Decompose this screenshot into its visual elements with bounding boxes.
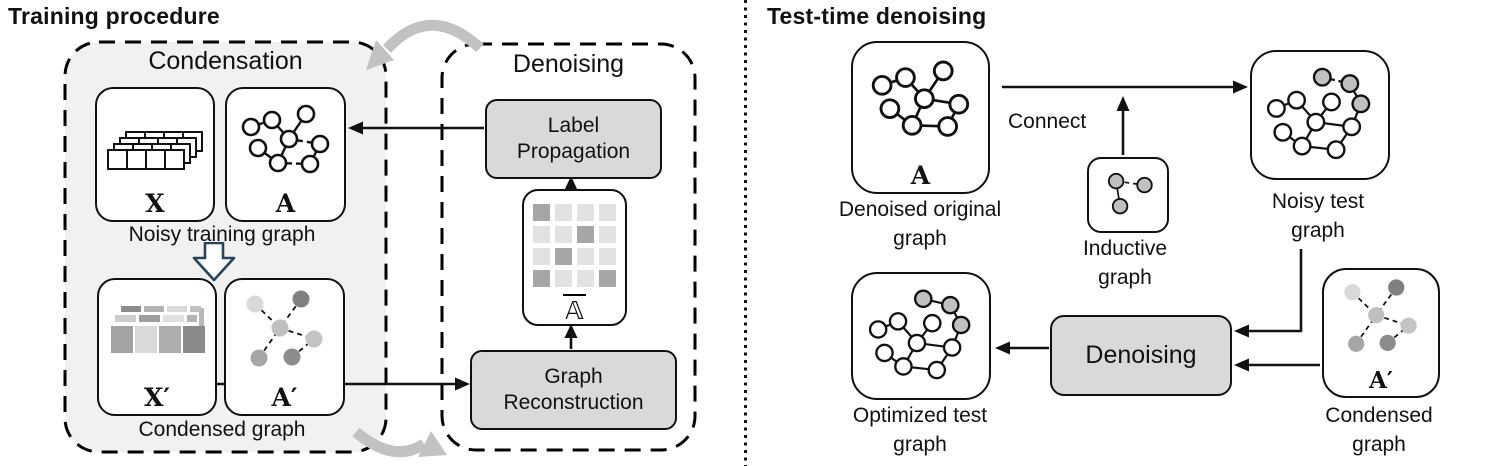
block-down-arrow-icon xyxy=(192,242,236,282)
matrix-abar-label: 𝔸 xyxy=(563,294,586,325)
arrow-connect-up xyxy=(1116,96,1130,155)
denoised-caption: Denoised original graph xyxy=(838,198,1002,250)
denoised-original-graph-icon xyxy=(871,60,969,137)
noisy-training-graph-icon xyxy=(241,104,329,174)
noisy-adjacency-box: A xyxy=(225,87,346,222)
graph-reconstruction-box: Graph Reconstruction xyxy=(470,350,677,430)
cycle-arrow-bottom-icon xyxy=(352,427,447,458)
matrix-cell xyxy=(555,226,572,243)
matrix-cell xyxy=(533,248,550,265)
matrix-cell xyxy=(555,270,572,287)
arrow-denoised-to-noisy xyxy=(1002,80,1248,94)
matrix-cell xyxy=(533,270,550,287)
optimized-test-graph-icon xyxy=(868,289,971,380)
denoised-a-label: A xyxy=(910,161,931,190)
arrow-aprime-to-reconstruction xyxy=(341,377,470,391)
adjacency-matrix-box: 𝔸 xyxy=(522,189,627,326)
denoising-zone-label: Denoising xyxy=(512,50,625,78)
noisy-training-caption: Noisy training graph xyxy=(128,223,316,246)
arrow-noisy-to-denoising xyxy=(1234,249,1303,338)
test-denoising-box: Denoising xyxy=(1050,315,1232,396)
condensation-label: Condensation xyxy=(148,47,303,75)
condensed-graph-icon xyxy=(246,290,322,367)
test-a-prime-label: A′ xyxy=(1369,367,1393,394)
label-propagation-text: Label Propagation xyxy=(516,113,631,163)
training-title: Training procedure xyxy=(8,3,220,29)
test-title: Test-time denoising xyxy=(767,3,987,29)
x-label: X xyxy=(145,189,165,218)
noisy-test-caption: Noisy test graph xyxy=(1271,190,1365,242)
stacked-matrix-icon xyxy=(107,131,203,170)
matrix-cell xyxy=(577,226,594,243)
arrow-reconstruction-to-matrix xyxy=(564,324,578,349)
connect-label: Connect xyxy=(1008,110,1087,133)
condensed-caption: Condensed graph xyxy=(138,418,306,441)
matrix-cell xyxy=(533,226,550,243)
matrix-cell xyxy=(533,204,550,221)
arrow-labelprop-to-a xyxy=(348,121,484,135)
arrow-condensed-to-denoising xyxy=(1234,358,1320,372)
denoised-original-box: A xyxy=(851,41,990,194)
test-condensed-graph-icon xyxy=(1344,279,1417,352)
condensed-matrix-icon xyxy=(111,306,205,353)
matrix-cell xyxy=(555,204,572,221)
matrix-cell xyxy=(555,248,572,265)
optimized-caption: Optimized test graph xyxy=(852,404,988,456)
a-label: A xyxy=(275,189,296,218)
arrow-denoising-to-optimized xyxy=(995,341,1049,355)
matrix-cell xyxy=(577,248,594,265)
graph-reconstruction-text: Graph Reconstruction xyxy=(503,364,644,414)
inductive-graph-icon xyxy=(1107,172,1153,215)
a-prime-label: A′ xyxy=(271,383,298,412)
condensed-feature-box: X′ xyxy=(97,278,217,416)
matrix-cell xyxy=(577,270,594,287)
optimized-test-box xyxy=(851,272,991,400)
matrix-cell xyxy=(599,226,616,243)
matrix-cell xyxy=(577,204,594,221)
matrix-cell xyxy=(599,204,616,221)
x-prime-label: X′ xyxy=(144,383,170,412)
test-condensed-box: A′ xyxy=(1322,268,1440,398)
matrix-cell xyxy=(599,270,616,287)
condensed-adjacency-box: A′ xyxy=(224,278,345,416)
label-propagation-box: Label Propagation xyxy=(485,99,662,179)
matrix-cell xyxy=(599,248,616,265)
inductive-graph-box xyxy=(1087,157,1169,233)
test-condensed-caption: Condensed graph xyxy=(1325,404,1433,456)
test-denoising-text: Denoising xyxy=(1085,340,1197,369)
noisy-test-box xyxy=(1250,50,1390,180)
noisy-test-graph-icon xyxy=(1266,67,1371,160)
feature-matrix-box: X xyxy=(95,87,215,222)
cycle-arrow-top-icon xyxy=(366,19,484,70)
inductive-caption: Inductive graph xyxy=(1082,237,1168,289)
adjacency-matrix-grid xyxy=(533,204,616,287)
